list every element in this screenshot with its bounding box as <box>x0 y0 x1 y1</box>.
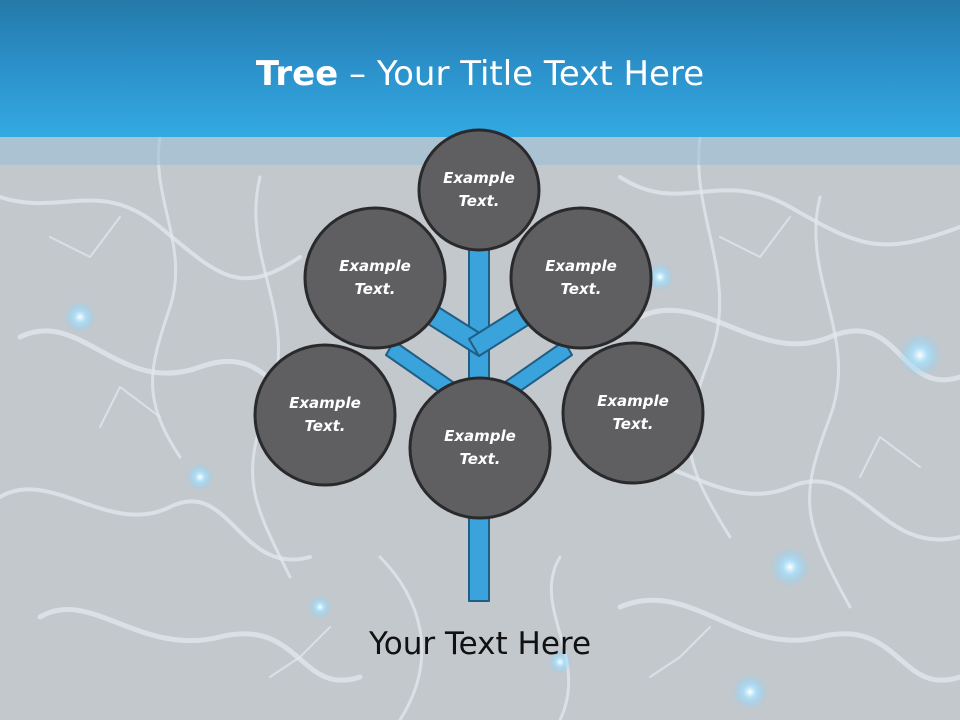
title-bold-word: Tree <box>255 54 339 94</box>
title-text: Your Title Text Here <box>376 54 705 94</box>
node-upper-left-label: Example Text. <box>339 257 411 298</box>
node-top <box>417 128 541 252</box>
node-center <box>408 376 552 520</box>
node-center-label: Example Text. <box>444 427 516 468</box>
node-lower-right <box>561 341 705 485</box>
caption-text: Your Text Here <box>368 626 592 662</box>
node-upper-right <box>509 206 653 350</box>
slide-title: Tree – Your Title Text Here <box>0 52 960 96</box>
node-upper-right-label: Example Text. <box>545 257 617 298</box>
node-lower-left-label: Example Text. <box>289 394 361 435</box>
node-lower-right-label: Example Text. <box>597 392 669 433</box>
node-lower-left <box>253 343 397 487</box>
title-dash: – <box>338 54 377 94</box>
title-bar: Tree – Your Title Text Here <box>0 0 960 137</box>
node-top-label: Example Text. <box>443 169 515 210</box>
node-upper-left <box>303 206 447 350</box>
